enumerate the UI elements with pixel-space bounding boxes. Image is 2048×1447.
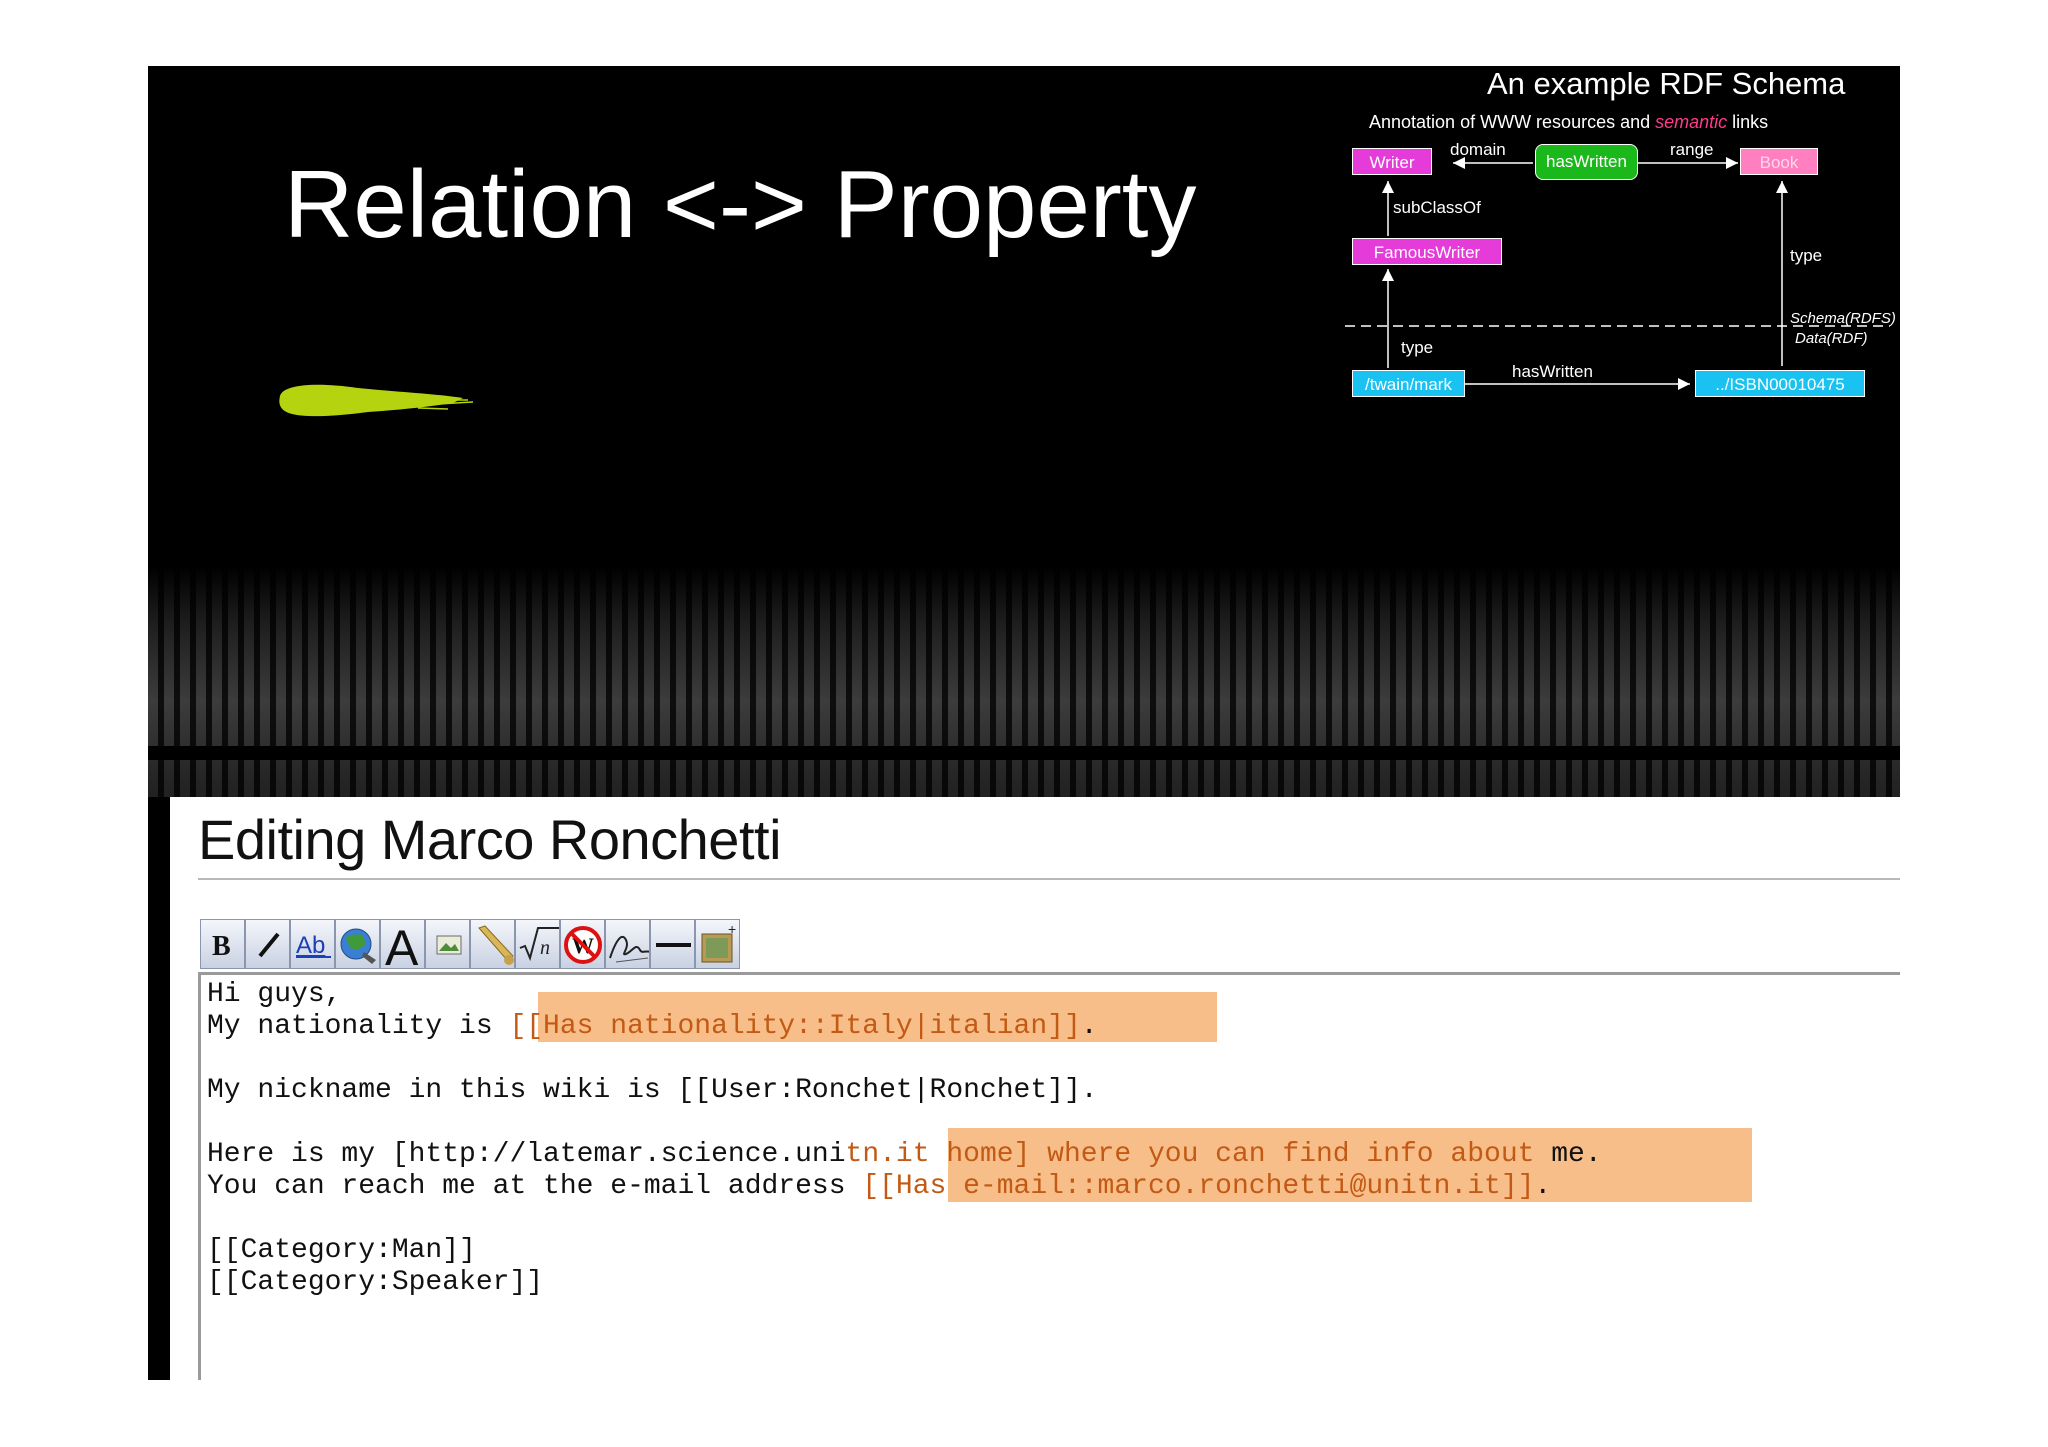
svg-text:+: +	[728, 921, 736, 937]
gallery-icon: +	[701, 921, 736, 963]
text-line-category-speaker: [[Category:Speaker]]	[207, 1267, 544, 1298]
horizontal-line-icon	[656, 943, 691, 947]
rdf-schema-diagram: An example RDF Schema Annotation of WWW …	[1345, 66, 1900, 426]
node-isbn: ../ISBN00010475	[1695, 370, 1865, 397]
edge-label-domain: domain	[1450, 140, 1506, 159]
text-line-nationality: My nationality is [[Has nationality::Ita…	[207, 1011, 1098, 1042]
highlight-email	[948, 1154, 1752, 1202]
node-twain: /twain/mark	[1352, 370, 1465, 397]
rdf-diagram-lines	[1345, 157, 1890, 390]
highlight-link-fragment	[948, 1128, 1752, 1154]
decorative-band	[148, 746, 1900, 760]
page-title: Editing Marco Ronchetti	[198, 808, 782, 871]
gallery-button[interactable]: +	[695, 919, 740, 969]
edge-label-range: range	[1670, 140, 1714, 159]
bold-icon: B	[212, 931, 231, 962]
edge-label-subclass: subClassOf	[1393, 198, 1481, 217]
svg-text:n: n	[540, 937, 550, 959]
rdf-schema-subtitle: Annotation of WWW resources and semantic…	[1369, 112, 1769, 132]
svg-text:Ab: Ab	[296, 932, 325, 959]
green-brush-stroke-icon	[279, 384, 474, 417]
italic-button[interactable]	[245, 919, 290, 969]
node-famous-writer: FamousWriter	[1352, 238, 1502, 265]
embedded-image-icon	[436, 935, 462, 955]
headline-button[interactable]: A	[380, 919, 425, 969]
rdf-schema-title: An example RDF Schema	[1487, 66, 1846, 101]
math-formula-icon: n	[519, 927, 559, 962]
edge-label-type-right: type	[1790, 246, 1823, 265]
embedded-image-button[interactable]	[425, 919, 470, 969]
edge-label-has-written: hasWritten	[1512, 362, 1593, 381]
edge-label-type-left: type	[1401, 338, 1434, 357]
node-writer: Writer	[1352, 148, 1432, 175]
email-annotation: [[Has e-mail::marco.ronchetti@unitn.it]]	[862, 1171, 1535, 1202]
text-line-homepage: Here is my [http://latemar.science.unitn…	[207, 1139, 1602, 1170]
svg-text:A: A	[385, 920, 419, 969]
media-file-button[interactable]	[470, 919, 515, 969]
external-link-button[interactable]	[335, 919, 380, 969]
internal-link-button[interactable]: Ab	[290, 919, 335, 969]
title-divider	[198, 878, 1900, 880]
label-schema-rdfs: Schema(RDFS)	[1790, 310, 1896, 327]
text-line-greeting: Hi guys,	[207, 979, 342, 1010]
italic-icon	[258, 932, 280, 958]
nationality-annotation: [[Has nationality::Italy|italian]]	[509, 1011, 1081, 1042]
internal-link-icon: Ab	[296, 932, 331, 959]
text-line-category-man: [[Category:Man]]	[207, 1235, 476, 1266]
horizontal-line-button[interactable]	[650, 919, 695, 969]
wiki-editor: Editing Marco Ronchetti B Ab A n W	[170, 797, 1900, 1380]
bold-button[interactable]: B	[200, 919, 245, 969]
edit-toolbar: B Ab A n W +	[200, 919, 740, 969]
no-wiki-icon: W	[564, 926, 602, 964]
node-has-written: hasWritten	[1535, 144, 1638, 180]
node-book: Book	[1740, 148, 1818, 175]
wikitext-textarea[interactable]: Hi guys, My nationality is [[Has nationa…	[198, 972, 1900, 1380]
label-data-rdf: Data(RDF)	[1795, 330, 1868, 347]
math-formula-button[interactable]: n	[515, 919, 560, 969]
highlight-nationality	[538, 992, 1217, 1042]
external-link-icon	[340, 928, 376, 964]
text-line-nickname: My nickname in this wiki is [[User:Ronch…	[207, 1075, 1098, 1106]
headline-icon: A	[385, 920, 419, 969]
svg-text:B: B	[212, 931, 231, 962]
no-wiki-button[interactable]: W	[560, 919, 605, 969]
text-line-email: You can reach me at the e-mail address […	[207, 1171, 1552, 1202]
slide-title: Relation <-> Property	[284, 151, 1197, 258]
signature-icon	[609, 935, 649, 963]
media-file-icon	[478, 925, 514, 965]
slide-left-edge	[148, 797, 170, 1380]
signature-button[interactable]	[605, 919, 650, 969]
